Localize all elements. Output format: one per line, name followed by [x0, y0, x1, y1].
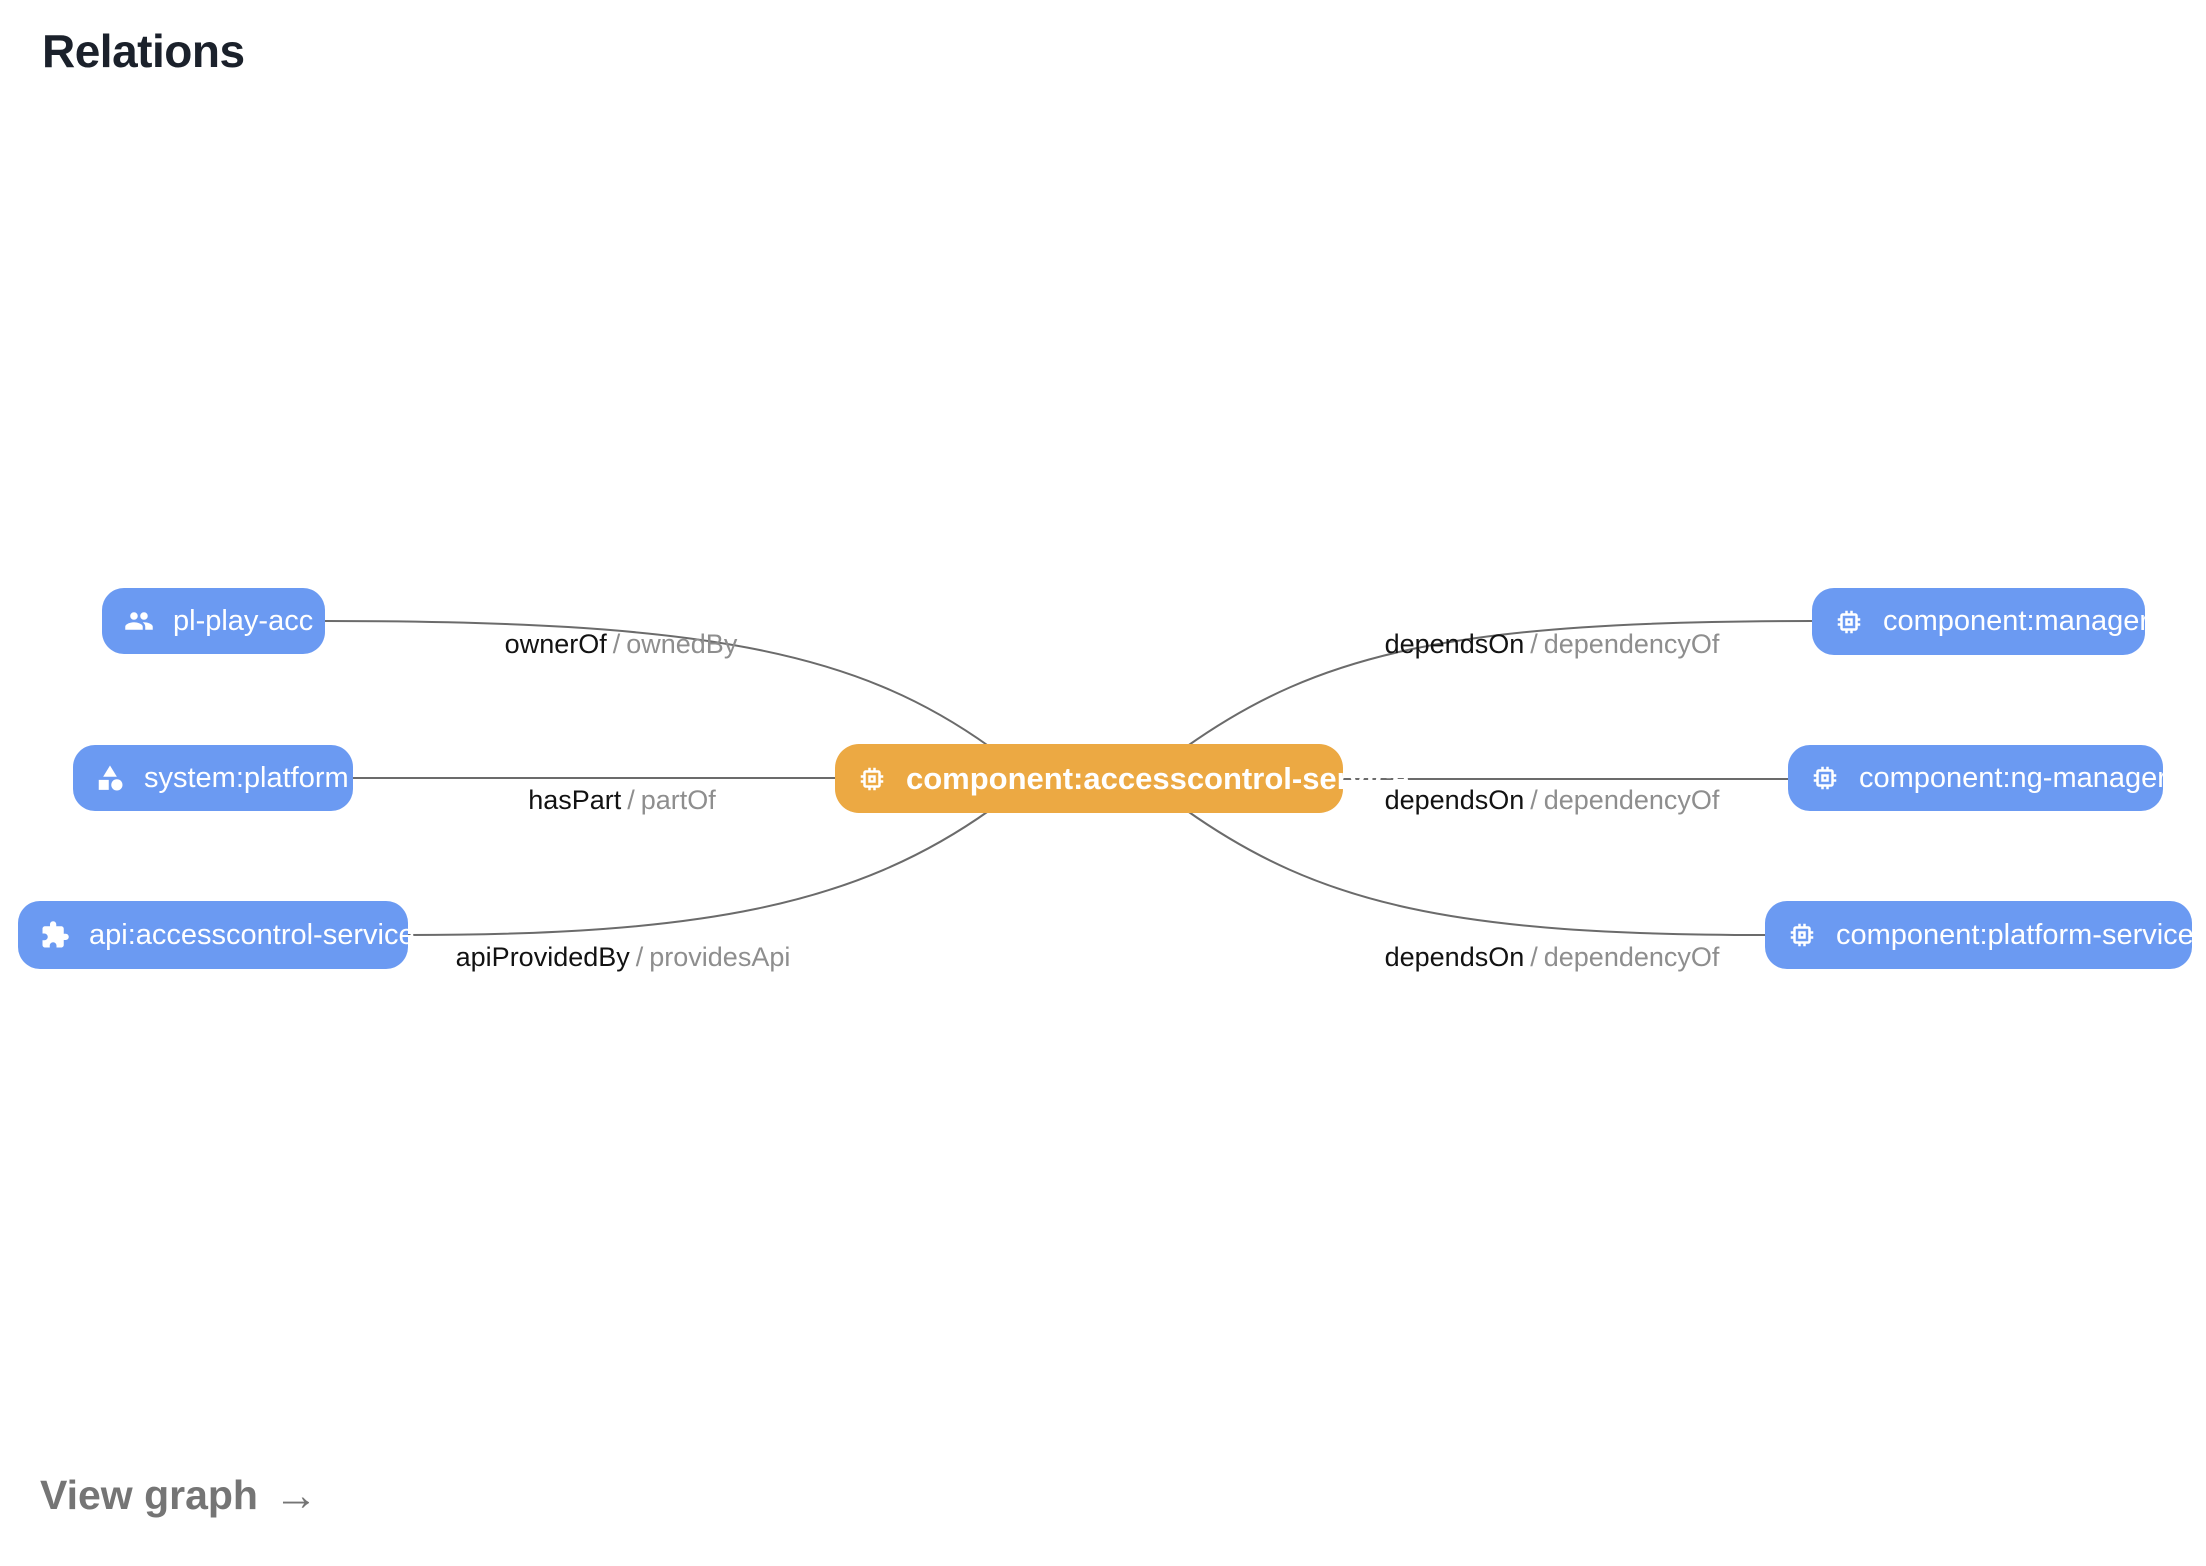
edge-label-ownerof: ownerOf/ownedBy — [504, 629, 738, 659]
entity-node-pl-play-acc[interactable]: pl-play-acc — [102, 588, 325, 654]
entity-node-component-ng-manager[interactable]: component:ng-manager — [1788, 745, 2167, 811]
edge-dependson-3 — [1185, 809, 1766, 936]
edge-label-haspart: hasPart/partOf — [528, 785, 716, 815]
memory-chip-icon — [1810, 763, 1840, 793]
entity-node-label: component:platform-service — [1836, 918, 2194, 951]
category-shapes-icon — [95, 763, 125, 793]
edge-label-dependson-3: dependsOn/dependencyOf — [1384, 942, 1720, 972]
extension-puzzle-icon — [40, 920, 70, 950]
entity-node-api-accesscontrol-service[interactable]: api:accesscontrol-service — [18, 901, 415, 969]
memory-chip-icon — [1787, 920, 1817, 950]
edge-dependson-1 — [1185, 620, 1813, 748]
view-graph-link[interactable]: View graph → — [40, 1472, 318, 1519]
entity-node-component-platform-service[interactable]: component:platform-service — [1765, 901, 2194, 969]
edge-label-dependson-2: dependsOn/dependencyOf — [1384, 785, 1720, 815]
entity-node-label: component:accesscontrol-service — [906, 761, 1410, 796]
entity-node-system-platform[interactable]: system:platform — [73, 745, 353, 811]
arrow-right-icon: → — [273, 1470, 318, 1520]
view-graph-label: View graph — [40, 1472, 258, 1518]
edge-apiprovidedby — [407, 809, 991, 936]
entity-node-component-manager[interactable]: component:manager — [1812, 588, 2149, 655]
entity-node-label: component:ng-manager — [1859, 761, 2167, 794]
entity-node-label: pl-play-acc — [173, 604, 314, 637]
entity-node-label: component:manager — [1883, 605, 2149, 637]
edge-label-dependson-1: dependsOn/dependencyOf — [1384, 629, 1720, 659]
memory-chip-icon — [857, 764, 887, 794]
entity-node-label: system:platform — [144, 761, 349, 794]
entity-node-component-accesscontrol-service[interactable]: component:accesscontrol-service — [835, 744, 1409, 813]
entity-node-label: api:accesscontrol-service — [89, 918, 415, 951]
page-title: Relations — [42, 25, 245, 77]
group-icon — [124, 606, 154, 636]
edge-label-apiprovidedby: apiProvidedBy/providesApi — [455, 942, 791, 972]
edge-ownerof — [324, 620, 991, 748]
memory-chip-icon — [1834, 607, 1864, 637]
